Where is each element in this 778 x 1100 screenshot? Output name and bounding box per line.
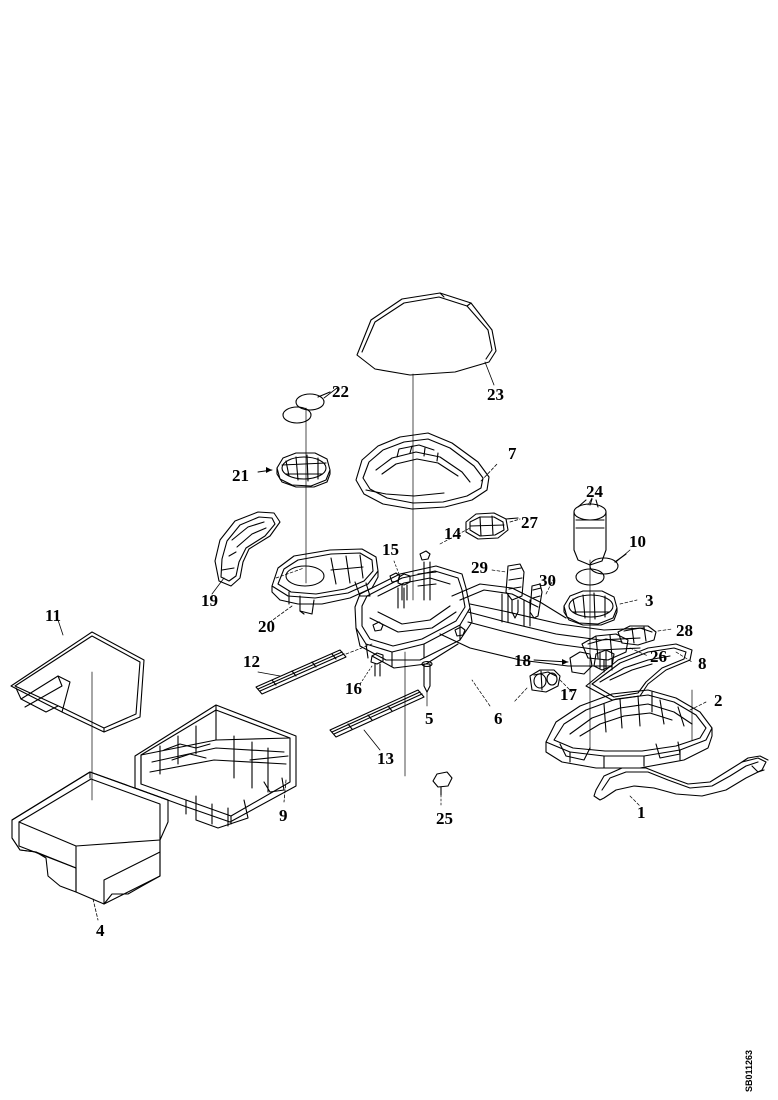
part-center-chassis (354, 561, 645, 669)
callout-20: 20 (258, 617, 275, 636)
callout-30: 30 (539, 571, 556, 590)
part-front-console-base (271, 548, 379, 615)
drawing-reference-code: SB011263 (744, 1032, 768, 1092)
callout-13: 13 (377, 749, 394, 768)
part-console-lid-frame (355, 432, 490, 510)
part-bolt-upper (397, 573, 411, 601)
part-cup-holder-insert-left (276, 452, 331, 488)
callout-12: 12 (243, 652, 260, 671)
callout-11: 11 (45, 606, 62, 625)
callout-2: 2 (714, 691, 723, 710)
callout-6: 6 (494, 709, 503, 728)
callout-8: 8 (698, 654, 707, 673)
callout-24: 24 (586, 482, 603, 501)
part-side-trim-panel-left (214, 511, 281, 587)
callout-28: 28 (676, 621, 693, 640)
part-retainer-clip (432, 771, 453, 796)
callout-1: 1 (637, 803, 646, 822)
part-cup-holder-insert-right (563, 590, 618, 626)
part-lower-console-frame (134, 704, 297, 829)
callout-7: 7 (508, 444, 517, 463)
drawing-reference-code-text: SB011263 (744, 1049, 754, 1092)
detail-small-fasteners (372, 550, 466, 637)
callout-15: 15 (382, 540, 399, 559)
callout-19: 19 (201, 591, 218, 610)
callout-5: 5 (425, 709, 434, 728)
part-connector-body (529, 669, 561, 693)
callout-26: 26 (650, 647, 667, 666)
part-bolt-lower (370, 652, 384, 677)
part-center-bracket (465, 512, 519, 540)
part-pin-fastener (421, 660, 433, 693)
callout-9: 9 (279, 806, 288, 825)
part-cup-holder-rings-right (575, 553, 627, 586)
callout-29: 29 (471, 558, 488, 577)
part-latch-catch (505, 563, 525, 619)
part-rear-console-frame (545, 689, 713, 769)
part-screw-small (529, 583, 543, 619)
callout-14: 14 (444, 524, 461, 543)
callout-25: 25 (436, 809, 453, 828)
part-upper-lid-panel (356, 292, 497, 376)
callout-27: 27 (521, 513, 538, 532)
callout-17: 17 (560, 685, 577, 704)
callout-18: 18 (514, 651, 531, 670)
callout-4: 4 (96, 921, 105, 940)
callout-16: 16 (345, 679, 362, 698)
callout-23: 23 (487, 385, 504, 404)
part-wiring-harness (593, 755, 769, 801)
callout-21: 21 (232, 466, 249, 485)
part-cup-holder-liner (573, 498, 607, 566)
part-slide-rail-upper (255, 649, 347, 695)
callout-22: 22 (332, 382, 349, 401)
part-retainer-bracket-right (617, 625, 657, 646)
part-connector-terminal (569, 649, 615, 675)
part-storage-bin-lid (10, 631, 145, 733)
part-cup-holder-rings (282, 391, 331, 424)
callout-10: 10 (629, 532, 646, 551)
callout-3: 3 (645, 591, 654, 610)
